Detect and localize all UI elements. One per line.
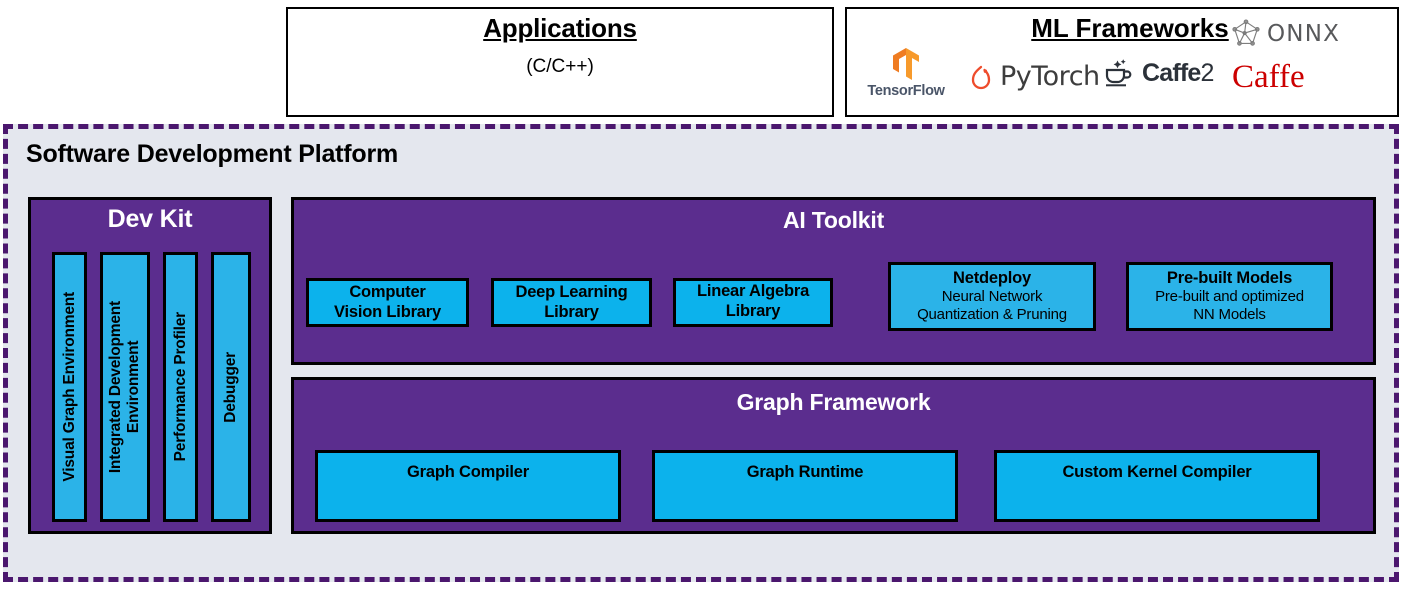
- dev-kit-items: Visual Graph Environment Integrated Deve…: [52, 252, 256, 522]
- ai-toolkit-panel: AI Toolkit Computer Vision Library Deep …: [291, 197, 1376, 365]
- card-title: Deep Learning Library: [515, 282, 628, 321]
- dev-kit-title: Dev Kit: [107, 205, 193, 233]
- ai-toolkit-card-linear-algebra-library[interactable]: Linear Algebra Library: [673, 278, 833, 327]
- ai-toolkit-card-computer-vision-library[interactable]: Computer Vision Library: [306, 278, 469, 327]
- caffe2-logo: Caffe2: [1102, 57, 1214, 89]
- onnx-label: ONNX: [1267, 21, 1341, 47]
- onnx-icon: [1232, 19, 1260, 46]
- caffe2-label: Caffe2: [1142, 59, 1214, 88]
- graph-framework-panel: Graph Framework Graph Compiler Graph Run…: [291, 377, 1376, 534]
- software-development-platform: Software Development Platform Dev Kit Vi…: [3, 124, 1399, 582]
- card-title: Graph Runtime: [746, 463, 864, 481]
- dev-kit-item-visual-graph-environment[interactable]: Visual Graph Environment: [52, 252, 87, 522]
- caffe2-label-plain: 2: [1200, 58, 1215, 87]
- caffe2-label-bold: Caffe: [1142, 58, 1201, 87]
- applications-title: Applications: [483, 13, 637, 43]
- tensorflow-icon: [893, 48, 919, 80]
- applications-box: Applications (C/C++): [286, 7, 834, 117]
- graph-framework-card-graph-runtime[interactable]: Graph Runtime: [652, 450, 958, 522]
- onnx-logo: ONNX: [1231, 19, 1340, 49]
- card-title: Computer Vision Library: [334, 282, 441, 321]
- ai-toolkit-title: AI Toolkit: [782, 207, 885, 233]
- dev-kit-item-label: Debugger: [222, 351, 240, 423]
- ml-frameworks-title: ML Frameworks: [1031, 13, 1229, 43]
- caffe2-cup-icon: [1105, 59, 1132, 87]
- caffe-label: Caffe: [1232, 59, 1305, 95]
- top-layer-row: Applications (C/C++) ML Frameworks: [0, 0, 1405, 122]
- ai-toolkit-card-netdeploy[interactable]: Netdeploy Neural Network Quantization & …: [888, 262, 1096, 331]
- dev-kit-panel: Dev Kit Visual Graph Environment Integra…: [28, 197, 272, 534]
- pytorch-icon: [971, 65, 991, 89]
- ai-toolkit-card-pre-built-models[interactable]: Pre-built Models Pre-built and optimized…: [1126, 262, 1333, 331]
- pytorch-label: PyTorch: [1000, 61, 1100, 92]
- ml-frameworks-box: ML Frameworks ONNX: [845, 7, 1399, 117]
- card-subtitle: Pre-built and optimized NN Models: [1155, 288, 1304, 324]
- dev-kit-item-performance-profiler[interactable]: Performance Profiler: [163, 252, 198, 522]
- card-title: Pre-built Models: [1166, 268, 1293, 287]
- dev-kit-item-label: Visual Graph Environment: [60, 292, 78, 482]
- dev-kit-item-integrated-development-environment[interactable]: Integrated Development Environment: [100, 252, 150, 522]
- caffe-logo: Caffe: [1232, 59, 1305, 96]
- card-title: Netdeploy: [953, 268, 1031, 287]
- graph-framework-card-custom-kernel-compiler[interactable]: Custom Kernel Compiler: [994, 450, 1320, 522]
- card-title: Linear Algebra Library: [696, 282, 810, 320]
- applications-subtitle: (C/C++): [526, 56, 594, 77]
- card-subtitle: Neural Network Quantization & Pruning: [917, 288, 1067, 324]
- graph-framework-title: Graph Framework: [736, 389, 931, 415]
- dev-kit-item-label: Performance Profiler: [171, 312, 189, 462]
- dev-kit-item-debugger[interactable]: Debugger: [211, 252, 251, 522]
- card-title: Graph Compiler: [407, 463, 529, 481]
- tensorflow-logo: TensorFlow: [858, 46, 954, 99]
- card-title: Custom Kernel Compiler: [1062, 463, 1252, 481]
- pytorch-logo: PyTorch: [969, 61, 1100, 92]
- tensorflow-label: TensorFlow: [867, 83, 945, 99]
- dev-kit-item-label: Integrated Development Environment: [107, 300, 142, 474]
- ai-toolkit-card-deep-learning-library[interactable]: Deep Learning Library: [491, 278, 652, 327]
- platform-title: Software Development Platform: [26, 140, 399, 168]
- graph-framework-card-graph-compiler[interactable]: Graph Compiler: [315, 450, 621, 522]
